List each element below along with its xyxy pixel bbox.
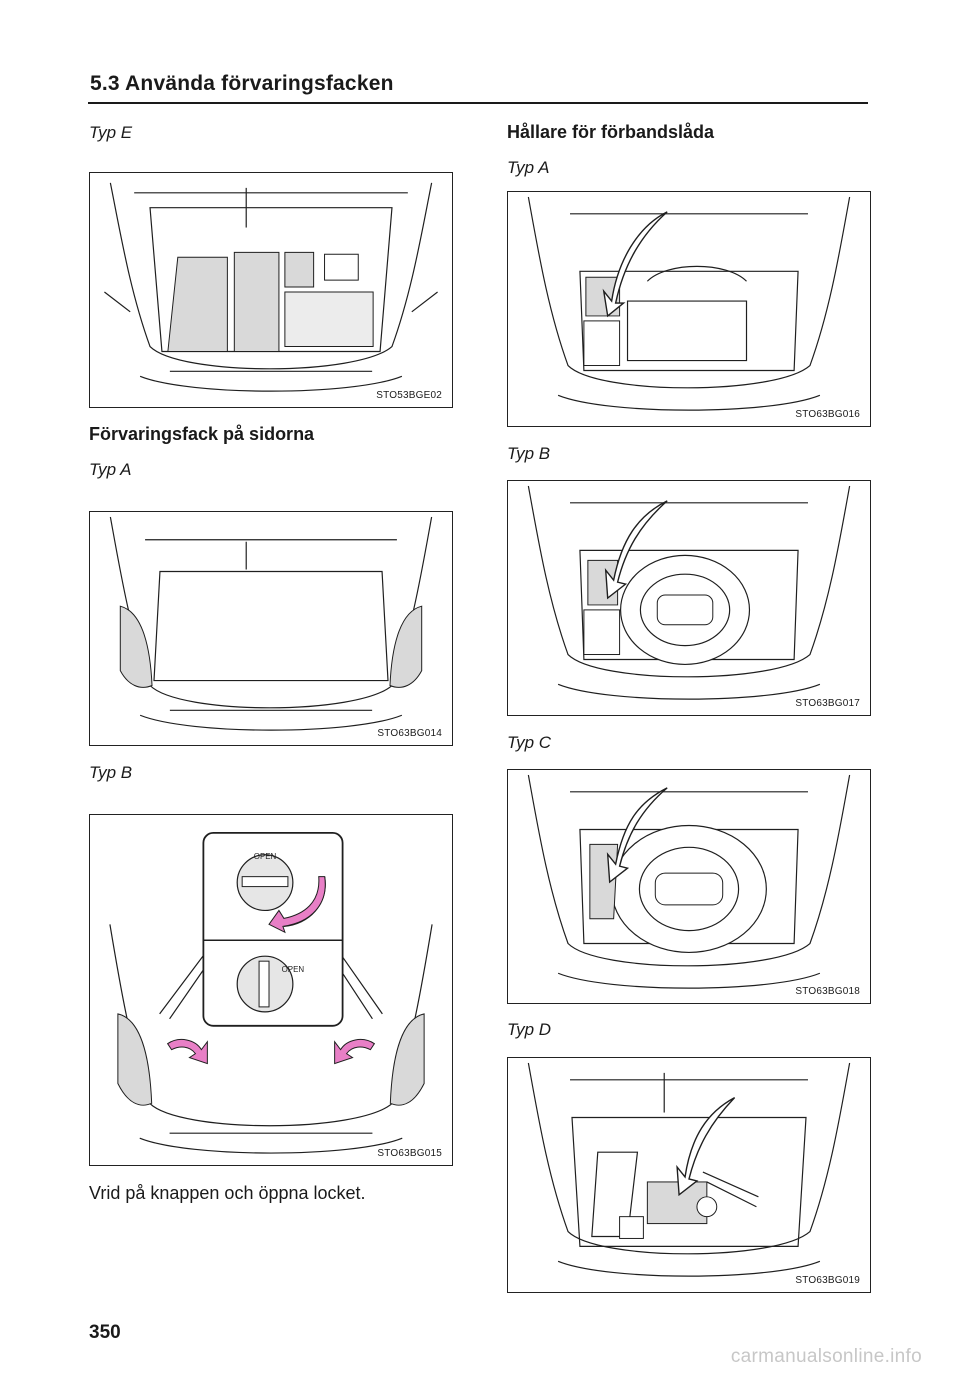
figure-code: STO63BG016 (795, 409, 860, 420)
trunk-illustration-side-typ-a (109, 516, 433, 731)
typ-b-label: Typ B (507, 444, 551, 463)
trunk-illustration-holder-typ-d (527, 1062, 851, 1277)
typ-d-label: Typ D (507, 1020, 552, 1039)
trunk-illustration-holder-typ-a (527, 196, 851, 411)
open-label-bottom: OPEN (282, 965, 305, 974)
header-rule (88, 102, 868, 104)
figure-code: STO63BG014 (377, 728, 442, 739)
figure-holder-typ-a: STO63BG016 (507, 191, 871, 427)
figure-code: STO63BG015 (377, 1148, 442, 1159)
instruction-text: Vrid på knappen och öppna locket. (89, 1183, 366, 1203)
typ-b-label: Typ B (89, 763, 133, 782)
figure-side-typ-a: STO63BG014 (89, 511, 453, 746)
figure-code: STO63BG019 (795, 1275, 860, 1286)
typ-c-label: Typ C (507, 733, 552, 752)
typ-a-label: Typ A (507, 158, 550, 177)
first-aid-holder-heading: Hållare för förbandslåda (507, 122, 715, 142)
figure-code: STO63BG017 (795, 698, 860, 709)
watermark-text: carmanualsonline.info (730, 1346, 922, 1367)
trunk-illustration-holder-typ-c (527, 774, 851, 989)
trunk-illustration-side-typ-b: OPEN OPEN (109, 832, 433, 1154)
figure-side-typ-b: OPEN OPEN STO63BG015 (89, 814, 453, 1166)
figure-holder-typ-d: STO63BG019 (507, 1057, 871, 1293)
typ-a-label: Typ A (89, 460, 132, 479)
trunk-illustration-holder-typ-b (527, 485, 851, 700)
figure-holder-typ-c: STO63BG018 (507, 769, 871, 1004)
typ-e-label: Typ E (89, 123, 133, 142)
figure-code: STO63BG018 (795, 986, 860, 997)
figure-typ-e: STO53BGE02 (89, 172, 453, 408)
figure-code: STO53BGE02 (376, 390, 442, 401)
open-label-top: OPEN (254, 852, 277, 861)
section-title: 5.3 Använda förvaringsfacken (90, 72, 394, 95)
page-number: 350 (89, 1322, 121, 1343)
figure-holder-typ-b: STO63BG017 (507, 480, 871, 716)
side-compartments-heading: Förvaringsfack på sidorna (89, 424, 315, 444)
trunk-illustration-typ-e (104, 182, 438, 392)
